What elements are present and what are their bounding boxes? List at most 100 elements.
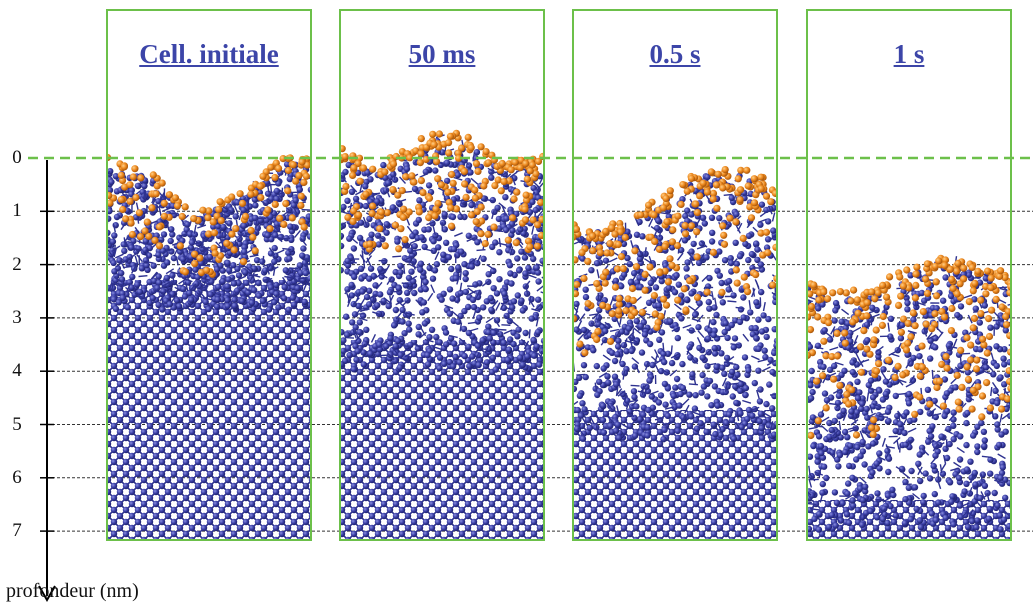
silicon-atom [664, 385, 672, 392]
atomic-bond [491, 300, 499, 308]
atomic-bond [341, 349, 351, 355]
adsorbed-atom [954, 398, 962, 406]
silicon-atom [819, 489, 826, 496]
atomic-bond [670, 353, 680, 359]
adsorbed-atom [972, 365, 981, 373]
silicon-atom [905, 400, 913, 407]
atomic-bond [107, 248, 114, 257]
atomic-bond [609, 328, 620, 332]
silicon-atom [426, 334, 433, 341]
adsorbed-atom [408, 172, 416, 180]
adsorbed-atom [807, 313, 812, 321]
silicon-atom [728, 368, 736, 375]
atomic-bond [916, 466, 923, 475]
adsorbed-atom [692, 200, 700, 208]
adsorbed-atom [615, 300, 623, 308]
atomic-bond [808, 478, 813, 488]
silicon-atom [981, 482, 989, 489]
silicon-atom [436, 339, 443, 346]
atomic-bond [536, 284, 544, 292]
atomic-bond [819, 493, 824, 503]
atomic-bond [921, 448, 930, 456]
silicon-atom [838, 318, 845, 325]
silicon-atom [703, 428, 710, 436]
silicon-atom [225, 276, 232, 283]
silicon-atom [703, 254, 710, 261]
silicon-atom [693, 425, 701, 432]
adsorbed-atom [693, 209, 702, 217]
silicon-atom [761, 347, 768, 354]
adsorbed-atom [878, 321, 887, 329]
silicon-atom [288, 246, 295, 253]
atomic-bond [869, 404, 874, 414]
adsorbed-atom [703, 288, 711, 296]
silicon-atom [169, 272, 176, 279]
atomic-bond [123, 237, 127, 247]
silicon-atom [492, 239, 499, 246]
silicon-atom [421, 243, 428, 251]
adsorbed-atom [965, 298, 973, 306]
adsorbed-atom [833, 352, 842, 360]
silicon-atom [343, 331, 351, 338]
adsorbed-atom [848, 386, 856, 394]
silicon-atom [882, 378, 890, 385]
silicon-atom [109, 238, 117, 245]
atomic-bond [114, 282, 124, 286]
atomic-bond [173, 247, 179, 257]
adsorbed-atom [662, 194, 670, 202]
adsorbed-atom [131, 165, 139, 173]
atomic-bond [946, 312, 950, 322]
adsorbed-atom [674, 296, 682, 304]
silicon-atom [131, 291, 138, 298]
silicon-atom [865, 443, 872, 450]
silicon-atom [573, 378, 579, 386]
adsorbed-atom [522, 191, 530, 199]
adsorbed-atom [455, 154, 463, 162]
silicon-atom [580, 326, 588, 334]
silicon-atom [879, 515, 887, 523]
silicon-atom [170, 254, 178, 262]
adsorbed-atom [584, 257, 592, 265]
silicon-atom [534, 328, 542, 336]
atomic-bond [653, 349, 660, 358]
silicon-atom [631, 393, 638, 401]
silicon-atom [974, 443, 981, 450]
adsorbed-atom [247, 190, 255, 198]
adsorbed-atom [471, 186, 479, 194]
adsorbed-atom [987, 284, 995, 292]
atomic-bond [814, 471, 824, 476]
atomic-bond [968, 509, 974, 518]
atomic-bond [378, 273, 388, 279]
atomic-bond [451, 310, 460, 318]
silicon-atom [452, 353, 459, 361]
adsorbed-atom [484, 159, 493, 167]
silicon-atom [407, 341, 414, 348]
adsorbed-atom [437, 181, 445, 189]
atomic-bond [122, 256, 131, 264]
adsorbed-atom [223, 239, 231, 247]
adsorbed-atom [718, 288, 726, 296]
atomic-bond [302, 282, 308, 292]
silicon-atom [645, 299, 653, 306]
silicon-atom [474, 239, 481, 246]
atomic-bond [143, 243, 153, 246]
silicon-atom [766, 381, 773, 388]
adsorbed-atom [843, 390, 851, 399]
atomic-bond [470, 198, 477, 208]
silicon-atom [243, 279, 250, 286]
adsorbed-atom [984, 267, 992, 275]
silicon-atom [869, 394, 877, 401]
adsorbed-atom [969, 324, 977, 332]
atomic-bond [170, 294, 177, 304]
adsorbed-atom [599, 301, 607, 309]
atomic-bond [735, 224, 741, 234]
silicon-atom [928, 510, 935, 517]
silicon-atom [683, 265, 690, 272]
atomic-bond [953, 461, 962, 468]
adsorbed-atom [757, 173, 765, 181]
silicon-atom [946, 479, 954, 486]
silicon-atom [876, 465, 883, 472]
adsorbed-atom [205, 207, 213, 215]
silicon-atom [723, 419, 730, 426]
silicon-atom [710, 318, 717, 326]
